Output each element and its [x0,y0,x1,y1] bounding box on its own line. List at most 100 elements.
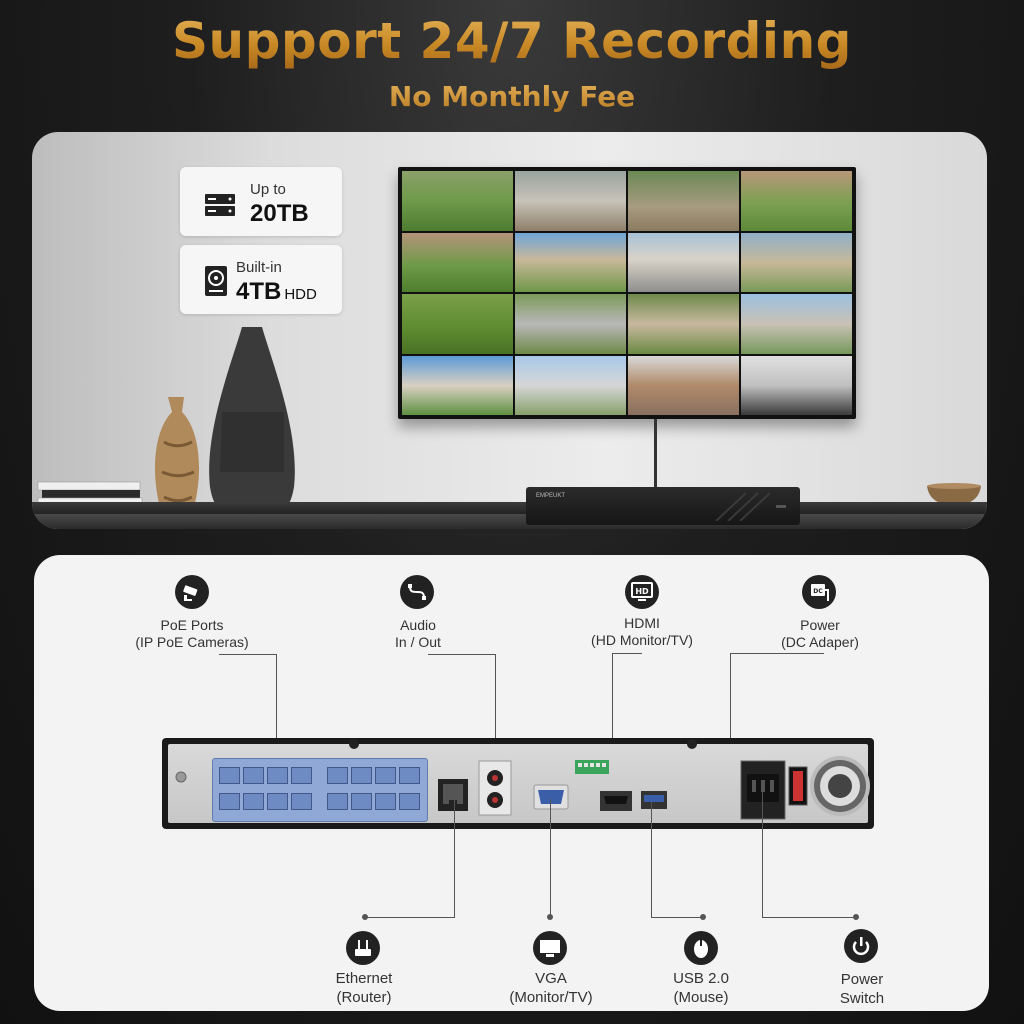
connector-line [651,917,703,918]
poe-ports-block [212,758,428,822]
label-line: Power [840,971,884,988]
label-line: PoE Ports [160,617,224,633]
connector-line [730,653,824,654]
hdd-value: 4TB [236,278,282,305]
label-line: (DC Adaper) [781,634,859,650]
audio-rca-ports[interactable] [478,760,512,816]
capacity-value: 20TB [250,200,309,227]
nvr-rear-plate [168,739,870,823]
hdd-prefix: Built-in [236,259,282,276]
poe-port[interactable] [375,793,396,810]
label-power-switch: Power Switch [820,970,904,1008]
poe-port[interactable] [375,767,396,784]
headline: Support 24/7 Recording [0,12,1024,70]
poe-port[interactable] [243,793,264,810]
connector-line [219,654,277,655]
label-line: (Monitor/TV) [509,989,593,1006]
bowl-decoration [927,483,981,505]
camera-feed [628,294,739,354]
poe-port[interactable] [399,793,420,810]
camera-feed [628,171,739,231]
poe-port[interactable] [351,767,372,784]
capacity-badge: Up to 20TB [180,167,342,236]
camera-feed [741,171,852,231]
connector-dot [853,914,859,920]
audio-cable-icon [400,575,434,609]
poe-port[interactable] [267,793,288,810]
camera-feed [402,294,513,354]
poe-port[interactable] [291,793,312,810]
nvr-logo: EMPEUKT [536,493,566,499]
poe-port[interactable] [327,767,348,784]
vga-monitor-icon [533,931,567,965]
poe-port[interactable] [243,767,264,784]
label-line: Switch [839,990,885,1007]
label-power-dc: Power (DC Adaper) [774,617,866,651]
label-line: Power [800,617,840,633]
poe-port[interactable] [351,793,372,810]
mouse-icon [684,931,718,965]
label-line: (IP PoE Cameras) [135,634,249,650]
alarm-terminal[interactable] [574,754,610,776]
poe-port[interactable] [399,767,420,784]
label-line: Audio [400,617,436,633]
nvr-recorder: EMPEUKT [526,487,800,525]
label-usb: USB 2.0 (Mouse) [658,969,744,1007]
vase-decoration [37,327,295,520]
label-line: In / Out [395,634,441,650]
vga-port[interactable] [533,784,569,810]
screw-icon [687,739,697,749]
capacity-prefix: Up to [250,181,286,198]
connector-line [612,653,613,795]
connector-line [276,654,277,762]
screw-icon [175,771,187,783]
connector-dot [700,914,706,920]
camera-feed [515,171,626,231]
connector-dot [547,914,553,920]
camera-feed [741,355,852,415]
power-switch[interactable] [788,766,808,806]
connector-line [365,917,455,918]
power-button-icon [844,929,878,963]
camera-feed [402,232,513,292]
label-vga: VGA (Monitor/TV) [496,969,606,1007]
server-icon [204,193,236,222]
label-line: (HD Monitor/TV) [591,632,693,648]
router-icon [346,931,380,965]
label-line: (Mouse) [673,989,729,1006]
poe-port[interactable] [291,767,312,784]
camera-feed [515,355,626,415]
label-poe-ports: PoE Ports (IP PoE Cameras) [130,617,254,651]
hd-monitor-icon: HD [625,575,659,609]
camera-feed [628,232,739,292]
usb-port[interactable] [640,790,668,810]
label-line: (Router) [336,989,392,1006]
dc-icon-text: DC [813,588,823,595]
camera-feed [515,294,626,354]
nvr-vent-decoration [715,492,786,521]
poe-port[interactable] [267,767,288,784]
nvr-rear-panel [162,738,874,829]
ethernet-port[interactable] [437,778,469,812]
power-socket[interactable] [740,760,786,820]
camera-feed [402,355,513,415]
poe-port[interactable] [219,767,240,784]
cctv-camera-icon [175,575,209,609]
connector-line [730,653,731,755]
connector-line [762,917,856,918]
label-line: USB 2.0 [673,970,729,987]
poe-port[interactable] [219,793,240,810]
tv-cable [654,419,661,493]
tv-monitor [398,167,856,419]
label-line: HDMI [624,615,660,631]
label-line: VGA [535,970,567,987]
hd-icon-text: HD [635,587,649,596]
label-hdmi: HDMI (HD Monitor/TV) [584,615,700,649]
hard-drive-icon [204,265,228,302]
connector-line [428,654,496,655]
poe-port[interactable] [327,793,348,810]
hdmi-port[interactable] [599,790,633,812]
label-audio: Audio In / Out [376,617,460,651]
hdd-unit: HDD [284,286,317,303]
